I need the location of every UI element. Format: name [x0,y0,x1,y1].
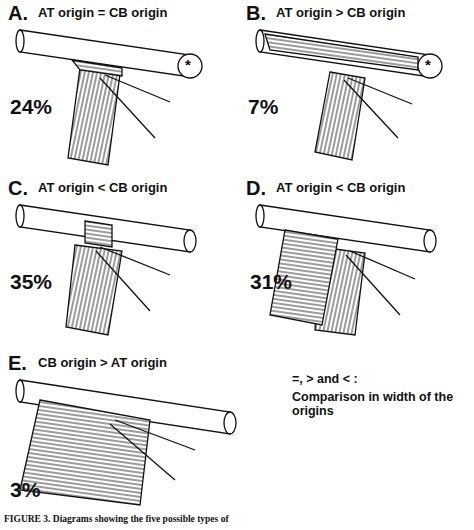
legend-note: Comparison in width of the origins [292,390,462,419]
percentage-value: 7% [248,95,278,119]
percentage-value: 31% [250,270,292,294]
percentage-value: 35% [10,270,52,294]
percentage-value: 24% [10,95,52,119]
percentage-value: 3% [10,478,40,502]
figure-caption: FIGURE 3. Diagrams showing the five poss… [4,514,229,525]
panel-letter: E. [8,352,27,375]
panel-letter: C. [8,177,28,200]
panel-heading: AT origin < CB origin [276,181,405,196]
legend-note: =, > and < : [292,372,358,386]
panel-b-figure [256,30,442,160]
asterisk-mark: * [425,56,431,73]
panel-letter: A. [8,2,28,25]
panel-letter: D. [246,177,266,200]
panel-heading: AT origin = CB origin [38,6,167,21]
panel-e-figure [16,380,236,505]
asterisk-mark: * [185,56,191,73]
panel-heading: AT origin < CB origin [38,181,167,196]
panel-heading: CB origin > AT origin [38,356,167,371]
panel-letter: B. [246,2,266,25]
panel-heading: AT origin > CB origin [276,6,405,21]
